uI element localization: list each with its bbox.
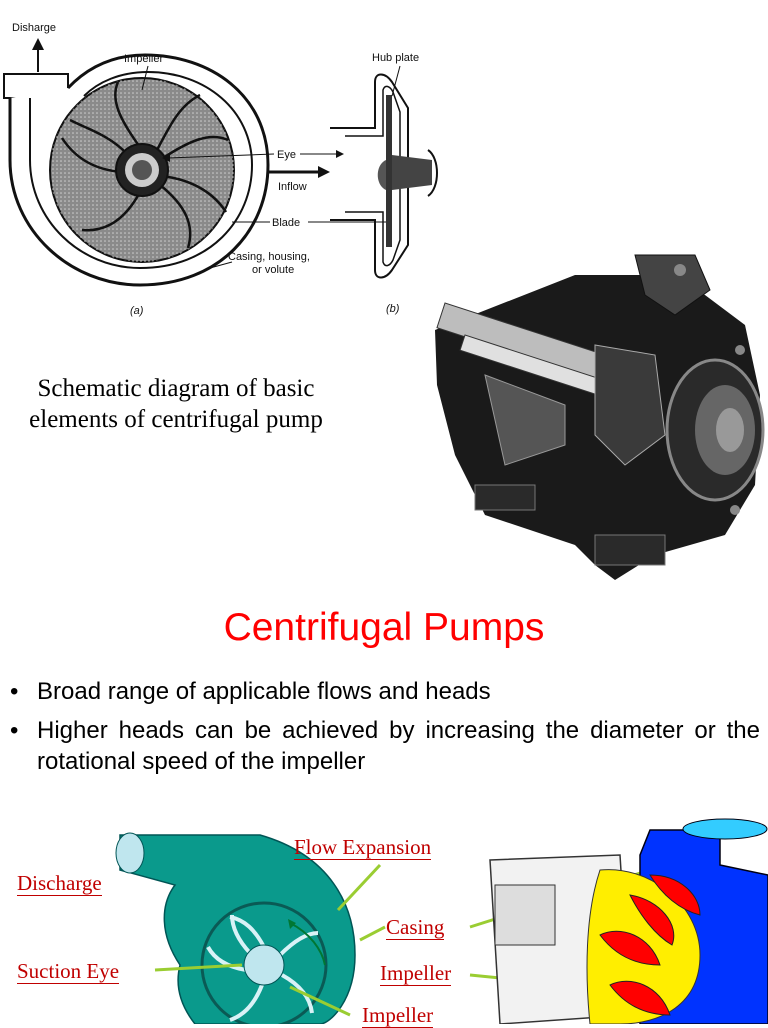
schematic-diagram: Disharge Impeller Hub plate Eye Inflow B… — [3, 22, 438, 317]
label-casing-1: Casing, housing, — [228, 251, 310, 263]
bullet-text: Higher heads can be achieved by increasi… — [37, 717, 760, 775]
label-impeller-bottom: Impeller — [362, 1003, 434, 1028]
label-flow-expansion: Flow Expansion — [294, 835, 432, 860]
label-casing: Casing — [386, 915, 445, 940]
label-inflow: Inflow — [278, 181, 307, 193]
diagram-caption: Schematic diagram of basic elements of c… — [29, 375, 323, 433]
impeller-blades — [60, 81, 229, 249]
bullet-icon: • — [10, 678, 19, 705]
label-impeller: Impeller — [124, 53, 163, 65]
label-casing-2: or volute — [252, 264, 294, 276]
bullet-item: • Higher heads can be achieved by increa… — [10, 715, 760, 777]
discharge-arrowhead — [32, 38, 44, 50]
casing-flange — [682, 818, 768, 840]
label-eye: Eye — [277, 149, 296, 161]
bullet-item: • Broad range of applicable flows and he… — [10, 676, 760, 707]
bullet-text: Broad range of applicable flows and head… — [37, 678, 491, 705]
bullet-icon: • — [10, 717, 19, 744]
hub-plate — [386, 95, 392, 247]
slide-title: Centrifugal Pumps — [223, 606, 545, 649]
rotation-icon — [427, 149, 438, 197]
suction-eye — [243, 944, 285, 986]
label-hub-plate: Hub plate — [372, 52, 419, 64]
pump-cutaway-image — [435, 254, 765, 580]
label-suction-eye: Suction Eye — [17, 959, 120, 984]
label-fig-b: (b) — [386, 303, 400, 315]
label-fig-a: (a) — [130, 305, 144, 317]
impeller-red-vanes — [599, 874, 701, 1016]
label-discharge-bottom: Discharge — [17, 871, 102, 896]
label-blade: Blade — [272, 217, 300, 229]
shaft — [392, 155, 432, 190]
bullet-list: • Broad range of applicable flows and he… — [10, 676, 760, 785]
discharge-outlet — [115, 832, 145, 874]
label-discharge: Disharge — [12, 22, 56, 34]
impeller-vanes — [206, 914, 319, 1022]
pump-flow-diagram — [115, 818, 768, 1024]
label-impeller-right: Impeller — [380, 961, 452, 986]
